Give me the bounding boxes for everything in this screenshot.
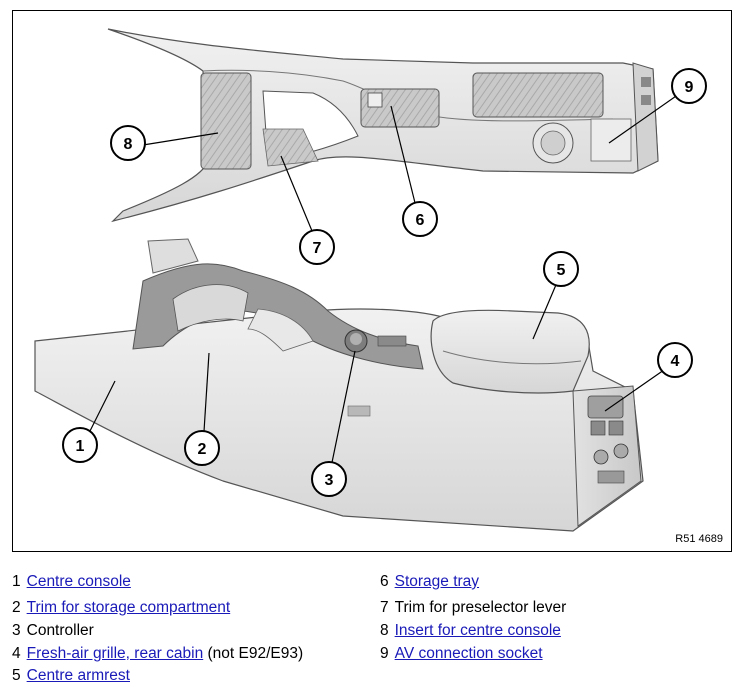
callout-4: 4 xyxy=(657,342,693,378)
svg-text:5: 5 xyxy=(557,262,566,279)
callout-7: 7 xyxy=(299,229,335,265)
legend-text-controller: Controller xyxy=(26,622,94,639)
legend-number: 6 xyxy=(380,573,389,590)
legend-number: 9 xyxy=(380,645,389,662)
callout-8: 8 xyxy=(110,125,146,161)
legend-item-6: 6 Storage tray xyxy=(380,572,479,592)
legend-number: 8 xyxy=(380,622,389,639)
callout-5: 5 xyxy=(543,251,579,287)
svg-text:9: 9 xyxy=(685,79,694,96)
upper-trim-assembly xyxy=(107,28,659,223)
legend-item-7: 7 Trim for preselector lever xyxy=(380,598,566,618)
svg-text:4: 4 xyxy=(671,353,680,370)
legend-number: 2 xyxy=(12,599,21,616)
callout-6: 6 xyxy=(402,201,438,237)
legend-suffix: (not E92/E93) xyxy=(203,645,304,662)
link-insert-centre-console[interactable]: Insert for centre console xyxy=(394,622,561,639)
legend-number: 4 xyxy=(12,645,21,662)
svg-text:2: 2 xyxy=(198,441,207,458)
link-fresh-air-grille[interactable]: Fresh-air grille, rear cabin xyxy=(26,645,204,662)
legend-item-2: 2 Trim for storage compartment xyxy=(12,598,230,618)
svg-text:1: 1 xyxy=(76,438,85,455)
exploded-diagram: 8 7 6 9 5 4 1 xyxy=(12,10,732,552)
link-centre-armrest[interactable]: Centre armrest xyxy=(26,667,130,684)
legend-text-preselector: Trim for preselector lever xyxy=(394,599,567,616)
callout-2: 2 xyxy=(184,430,220,466)
legend-item-1: 1 Centre console xyxy=(12,572,131,592)
legend-item-5: 5 Centre armrest xyxy=(12,666,130,686)
svg-text:7: 7 xyxy=(313,240,322,257)
svg-text:8: 8 xyxy=(124,136,133,153)
link-storage-tray[interactable]: Storage tray xyxy=(394,573,480,590)
legend-item-3: 3 Controller xyxy=(12,621,94,641)
callouts: 8 7 6 9 5 4 1 xyxy=(62,68,707,497)
legend-item-8: 8 Insert for centre console xyxy=(380,621,561,641)
callout-3: 3 xyxy=(311,461,347,497)
legend-number: 1 xyxy=(12,573,21,590)
legend-number: 5 xyxy=(12,667,21,684)
legend-number: 3 xyxy=(12,622,21,639)
centre-console-assembly xyxy=(34,238,644,532)
figure-code: R51 4689 xyxy=(675,533,723,545)
legend-item-4: 4 Fresh-air grille, rear cabin (not E92/E… xyxy=(12,644,303,664)
legend-number: 7 xyxy=(380,599,389,616)
callout-1: 1 xyxy=(62,427,98,463)
link-centre-console[interactable]: Centre console xyxy=(26,573,131,590)
link-trim-storage-compartment[interactable]: Trim for storage compartment xyxy=(26,599,231,616)
diagram-drawing: 8 7 6 9 5 4 1 xyxy=(34,28,707,532)
svg-text:3: 3 xyxy=(325,472,334,489)
link-av-connection-socket[interactable]: AV connection socket xyxy=(394,645,543,662)
svg-text:6: 6 xyxy=(416,212,425,229)
callout-9: 9 xyxy=(671,68,707,104)
legend-item-9: 9 AV connection socket xyxy=(380,644,543,664)
